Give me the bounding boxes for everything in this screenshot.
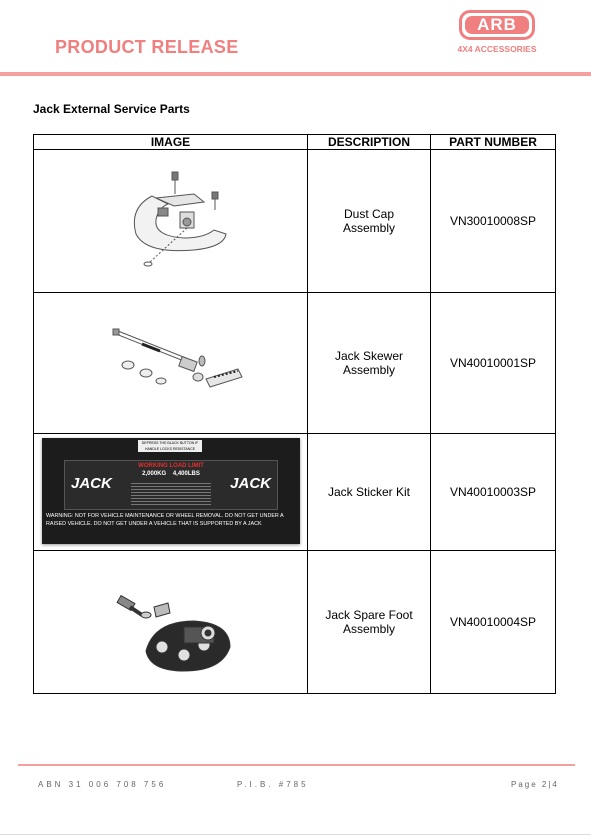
- sticker-brand-left: JACK: [71, 475, 112, 492]
- table-row: Jack Spare Foot Assembly VN40010004SP: [33, 550, 556, 694]
- page-bottom-edge: [0, 834, 591, 835]
- part-number-cell: VN40010001SP: [430, 292, 556, 434]
- part-number-cell: VN40010004SP: [430, 550, 556, 694]
- jack-sticker-image: DEPRESS THE BLACK BUTTON IF HANDLE LOCKS…: [33, 433, 308, 551]
- spare-foot-image: [33, 550, 308, 694]
- footer-divider: [18, 764, 575, 766]
- sticker-kit: DEPRESS THE BLACK BUTTON IF HANDLE LOCKS…: [42, 438, 300, 544]
- arb-logo: ARB 4X4 ACCESSORIES: [451, 10, 541, 60]
- part-number-cell: VN30010008SP: [430, 149, 556, 293]
- footer-pib: P.I.B. #785: [237, 780, 309, 789]
- description-cell: Jack Skewer Assembly: [307, 292, 431, 434]
- table-row: DEPRESS THE BLACK BUTTON IF HANDLE LOCKS…: [33, 433, 556, 551]
- description-cell: Dust Cap Assembly: [307, 149, 431, 293]
- logo-badge: ARB: [459, 10, 535, 40]
- table-header-row: IMAGE DESCRIPTION PART NUMBER: [33, 134, 556, 150]
- jack-skewer-drawing: [112, 328, 243, 388]
- column-header-part-number: PART NUMBER: [430, 134, 556, 150]
- sticker-main-panel: JACK JACK WORKING LOAD LIMIT 2,000KG 4,4…: [64, 460, 278, 510]
- jack-skewer-image: [33, 292, 308, 434]
- page-title: PRODUCT RELEASE: [55, 37, 239, 57]
- sticker-top-label: DEPRESS THE BLACK BUTTON IF HANDLE LOCKS…: [138, 440, 202, 452]
- footer-abn: ABN 31 006 708 756: [38, 780, 167, 789]
- table-row: Jack Skewer Assembly VN40010001SP: [33, 292, 556, 434]
- sticker-load-label: WORKING LOAD LIMIT: [138, 463, 204, 469]
- sticker-warning: WARNING: NOT FOR VEHICLE MAINTENANCE OR …: [46, 513, 284, 527]
- footer-page-number: Page 2|4: [511, 780, 559, 789]
- section-title: Jack External Service Parts: [33, 102, 190, 116]
- column-header-description: DESCRIPTION: [307, 134, 431, 150]
- description-cell: Jack Sticker Kit: [307, 433, 431, 551]
- sticker-brand-right: JACK: [230, 475, 271, 492]
- logo-subtext: 4X4 ACCESSORIES: [457, 44, 537, 54]
- dust-cap-image: [33, 149, 308, 293]
- parts-table: IMAGE DESCRIPTION PART NUMBER: [33, 134, 556, 694]
- part-number-cell: VN40010003SP: [430, 433, 556, 551]
- dust-cap-drawing: [133, 171, 227, 267]
- sticker-fine-print: [131, 481, 211, 507]
- logo-text: ARB: [465, 16, 529, 34]
- sticker-load-value: 2,000KG 4,400LBS: [142, 471, 200, 477]
- header-divider: [0, 72, 591, 76]
- table-row: Dust Cap Assembly VN30010008SP: [33, 149, 556, 293]
- column-header-image: IMAGE: [33, 134, 308, 150]
- description-cell: Jack Spare Foot Assembly: [307, 550, 431, 694]
- spare-foot-drawing: [116, 594, 231, 672]
